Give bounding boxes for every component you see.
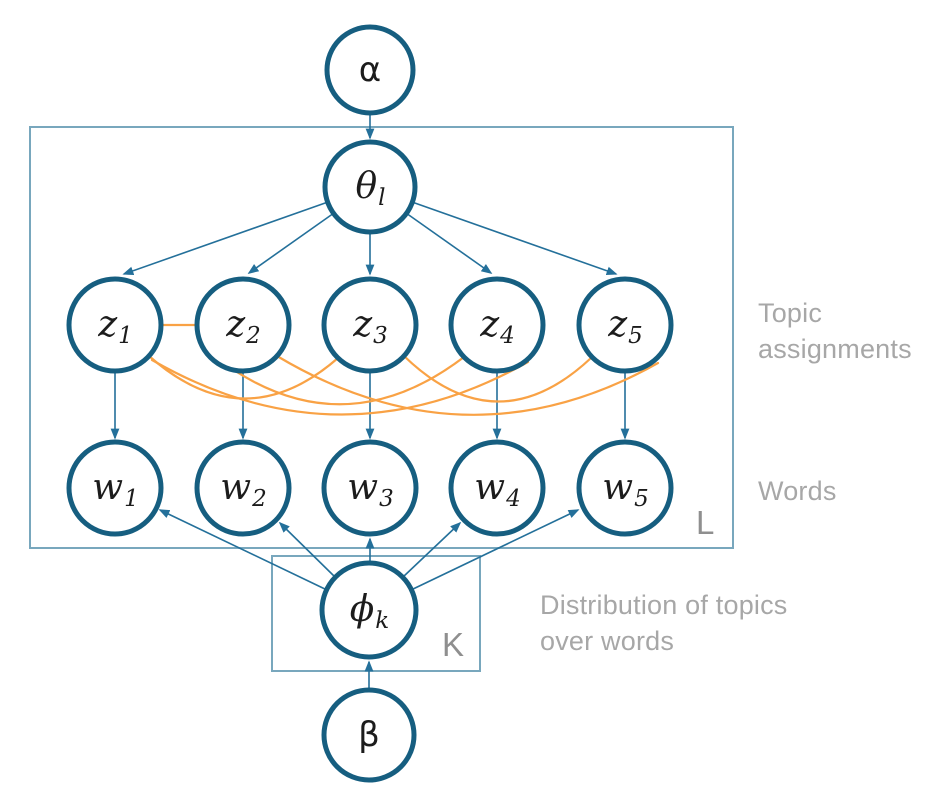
node-w3	[321, 439, 419, 537]
node-w5	[576, 439, 674, 537]
arrow-theta-to-z2	[247, 212, 335, 274]
orange-arc-z2-z5	[275, 354, 660, 416]
arrow-phi-to-w2	[278, 521, 336, 578]
arrow-theta-to-z1	[122, 201, 329, 276]
node-z2	[194, 276, 292, 374]
node-theta	[322, 139, 418, 235]
plate-L-documents	[29, 126, 734, 549]
arrow-phi-to-w4	[402, 521, 462, 578]
arrow-phi-to-w1	[158, 509, 328, 591]
orange-arc-z1-z4	[150, 358, 530, 416]
annotation-distribution: Distribution of topics over words	[540, 590, 788, 656]
node-w2	[194, 439, 292, 537]
arrow-theta-to-z4	[405, 212, 493, 274]
node-z4	[448, 276, 546, 374]
orange-arc-z3-z5	[402, 354, 593, 403]
annotation-words: Words	[758, 476, 837, 506]
node-z3	[321, 276, 419, 374]
plate-label-L: L	[696, 504, 715, 541]
arrow-phi-to-w5	[410, 509, 580, 591]
node-z5	[576, 276, 674, 374]
arrow-theta-to-z5	[411, 201, 618, 276]
node-w1	[66, 439, 164, 537]
annotation-topic-assignments: Topic assignments	[758, 298, 912, 364]
node-w4	[448, 439, 546, 537]
plate-K-topics	[271, 555, 481, 672]
node-phi	[319, 560, 419, 660]
node-z1	[66, 276, 164, 374]
node-beta	[321, 687, 417, 783]
plate-label-K: K	[442, 626, 465, 663]
node-alpha	[324, 24, 416, 116]
